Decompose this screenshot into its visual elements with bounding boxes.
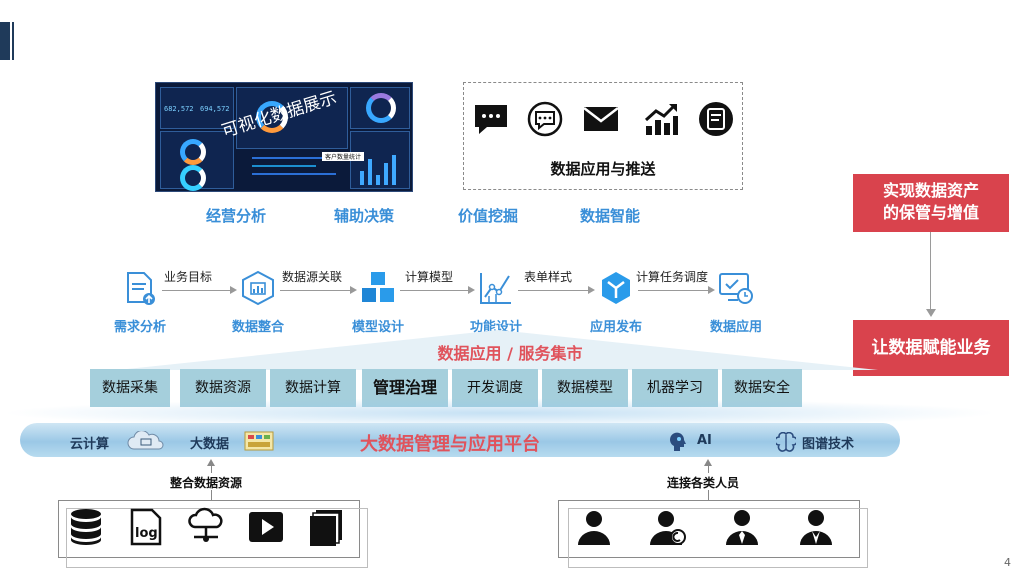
person-icon — [578, 511, 610, 545]
ai-head-icon — [670, 432, 686, 451]
cubes-icon — [362, 272, 394, 302]
dashboard-number-1: 682,572 — [164, 105, 194, 113]
platform-bar — [20, 423, 900, 457]
category-data-intelligence: 数据智能 — [580, 207, 641, 225]
video-play-icon — [249, 512, 283, 542]
platform-bigdata-label: 大数据 — [190, 437, 230, 452]
platform-title: 大数据管理与应用平台 — [360, 434, 540, 455]
flow-arrow-label: 计算模型 — [405, 270, 454, 284]
data-push-box — [463, 82, 743, 190]
asset-value-line-1: 实现数据资产 — [882, 181, 979, 200]
document-upload-icon — [127, 272, 155, 305]
flow-arrow — [162, 290, 230, 291]
flow-arrow-head — [708, 286, 715, 294]
monitor-clock-icon — [719, 273, 753, 304]
flow-arrow-label: 数据源关联 — [282, 270, 343, 284]
brain-icon — [776, 432, 796, 452]
trend-chart-icon — [644, 103, 678, 135]
asset-value-box: 实现数据资产 的保管与增值 — [853, 174, 1009, 232]
note-icon — [699, 102, 733, 136]
corner-accent-bar — [0, 22, 10, 60]
flow-arrow-head — [350, 286, 357, 294]
flow-arrow-label: 表单样式 — [524, 270, 573, 284]
data-resources-box — [58, 500, 360, 558]
asset-value-line-2: 的保管与增值 — [882, 203, 979, 222]
right-up-arrow — [704, 459, 712, 466]
platform-cloud-label: 云计算 — [70, 437, 110, 452]
person-support-icon — [650, 511, 686, 545]
flow-arrow-label: 计算任务调度 — [636, 270, 709, 284]
flow-arrow-head — [230, 286, 237, 294]
right-connector-lower — [708, 490, 709, 500]
category-decision-support: 辅助决策 — [334, 207, 395, 225]
cloud-icon — [127, 431, 164, 450]
flow-step-label: 数据整合 — [231, 320, 284, 335]
integrate-resources-label: 整合数据资源 — [170, 476, 243, 490]
stacked-files-icon — [310, 510, 342, 546]
hexagon-check-icon — [602, 272, 630, 304]
flow-step-label: 应用发布 — [589, 320, 642, 335]
connect-people-label: 连接各类人员 — [667, 476, 740, 490]
left-up-arrow — [207, 459, 215, 466]
flow-arrow — [400, 290, 468, 291]
flow-step-label: 数据应用 — [709, 320, 762, 335]
people-box-shadow — [568, 508, 868, 568]
dashboard-screenshot: 682,572 694,572 — [155, 82, 413, 192]
connector-line — [930, 232, 931, 312]
category-operation-analysis: 经营分析 — [206, 207, 267, 225]
person-suit-icon — [800, 510, 832, 545]
cube-chart-icon — [242, 270, 274, 306]
flow-arrow-label: 业务目标 — [164, 270, 213, 284]
flow-arrow-head — [468, 286, 475, 294]
flow-step-label: 需求分析 — [113, 320, 166, 335]
chat-bubble-icon — [475, 105, 507, 134]
empower-business-box: 让数据赋能业务 — [853, 320, 1009, 376]
flow-arrow — [638, 290, 708, 291]
person-tie-icon — [726, 510, 758, 545]
service-market-roof — [118, 330, 878, 370]
speech-circle-icon — [527, 101, 563, 137]
connector-arrow — [926, 309, 936, 317]
left-connector-lower — [211, 490, 212, 500]
category-value-mining: 价值挖掘 — [458, 207, 519, 225]
big-data-icon — [244, 431, 274, 451]
mail-icon — [583, 107, 619, 131]
left-connector — [211, 465, 212, 473]
flow-arrow-head — [588, 286, 595, 294]
flow-arrow — [280, 290, 350, 291]
service-market-title: 数据应用 / 服务集市 — [437, 344, 583, 363]
flow-arrow — [518, 290, 588, 291]
flow-step-label: 模型设计 — [351, 320, 404, 335]
line-chart-icon — [480, 273, 511, 304]
platform-ai-label: AI — [697, 433, 712, 448]
database-icon — [71, 509, 101, 545]
corner-accent-line — [12, 22, 14, 60]
dashboard-tag: 客户数量统计 — [322, 152, 365, 161]
svg-text:log: log — [135, 526, 158, 541]
dashboard-number-2: 694,572 — [200, 105, 230, 113]
page-number: 4 — [1004, 556, 1011, 569]
data-resources-box-shadow — [66, 508, 368, 568]
right-connector — [708, 465, 709, 473]
push-title: 数据应用与推送 — [550, 160, 656, 178]
cloud-network-icon — [188, 507, 223, 542]
people-box — [558, 500, 860, 558]
platform-graph-label: 图谱技术 — [802, 437, 855, 452]
log-file-icon: log — [130, 508, 162, 546]
